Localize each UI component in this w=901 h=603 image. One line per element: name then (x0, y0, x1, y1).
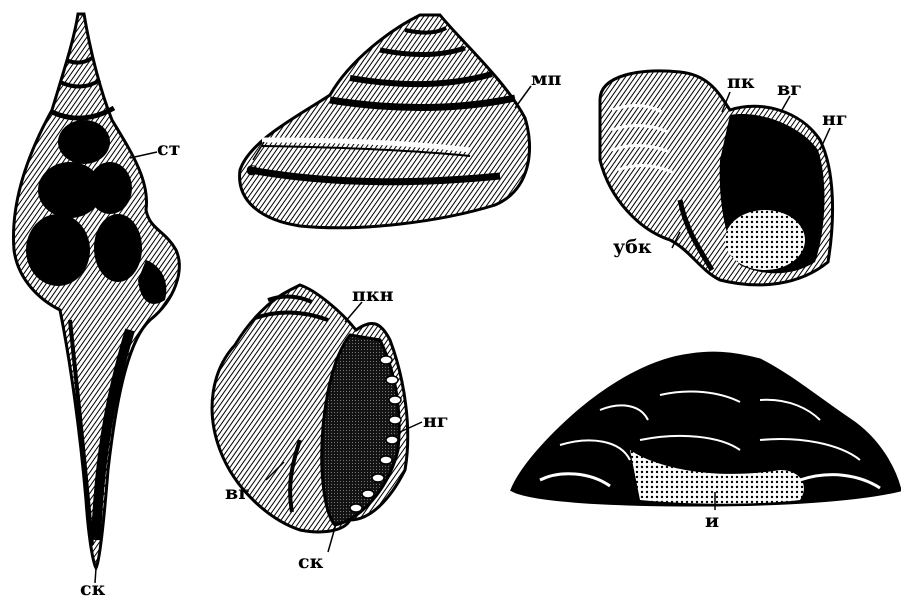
toothed-aperture-shell-drawing (212, 285, 422, 552)
top-shell-drawing (240, 15, 531, 228)
conical-shell-drawing (512, 353, 900, 510)
label-ng-top: нг (822, 110, 848, 129)
label-vg-mid: вг (225, 484, 250, 503)
label-vg-top: вг (777, 80, 802, 99)
label-sk-mid: ск (298, 553, 323, 572)
label-st: ст (157, 140, 180, 159)
label-sk-left: ск (80, 580, 105, 599)
label-i: и (705, 512, 719, 531)
label-ubk: убк (613, 238, 652, 257)
label-pkn: пкн (352, 286, 394, 305)
label-ng-mid: нг (423, 412, 449, 431)
label-mp: мп (531, 70, 561, 89)
label-s: с (246, 160, 258, 179)
label-pk: пк (727, 73, 755, 92)
spindle-shell-drawing (13, 14, 179, 583)
